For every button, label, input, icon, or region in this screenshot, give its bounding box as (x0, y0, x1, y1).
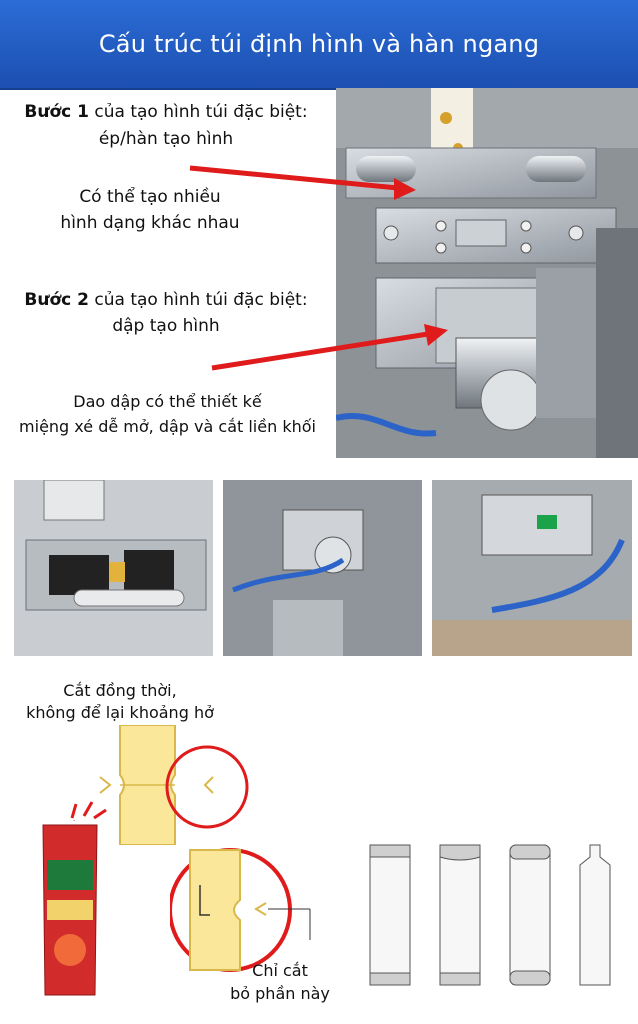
product-burst-icon (70, 801, 107, 820)
pouch-shape-1 (369, 844, 411, 986)
product-pouch-art (42, 811, 98, 996)
pouch-shapes-row (369, 844, 611, 986)
step2-label-bold: Bước 2 (24, 290, 89, 310)
main-machine-photo (336, 88, 638, 458)
detail-photo-3 (432, 480, 632, 656)
product-pouch-image (35, 811, 105, 1000)
pouch-shape-2 (439, 844, 481, 986)
step1-line2: ép/hàn tạo hình (98, 129, 234, 149)
detail-photo-1 (14, 480, 213, 656)
pouch-shape-4 (579, 844, 611, 986)
trim-note-line1: Chỉ cắt (252, 961, 308, 980)
step1-label-rest: của tạo hình túi đặc biệt: (89, 102, 308, 122)
detail-photo-3-art (432, 480, 632, 656)
step2-note-line2: miệng xé dễ mở, dập và cắt liền khối (19, 417, 316, 436)
arrow-step1 (189, 165, 416, 200)
pouch-shape-3 (509, 844, 551, 986)
detail-photo-2 (223, 480, 422, 656)
trim-note-line2: bỏ phần này (230, 984, 330, 1003)
detail-photo-1-art (14, 480, 213, 656)
step2-label-rest: của tạo hình túi đặc biệt: (89, 290, 308, 310)
cut-note-line2: không để lại khoảng hở (26, 703, 214, 722)
cut-note-line1: Cắt đồng thời, (63, 681, 177, 700)
step1-label-bold: Bước 1 (24, 102, 89, 122)
pouch-trim-diagram (170, 848, 311, 972)
machine-illustration (336, 88, 638, 458)
step2-note-line1: Dao dập có thể thiết kế (73, 392, 262, 411)
detail-photo-2-art (223, 480, 422, 656)
step1-note-line2: hình dạng khác nhau (60, 213, 240, 233)
step1-title: Bước 1 của tạo hình túi đặc biệt: (6, 100, 326, 125)
header-banner: Cấu trúc túi định hình và hàn ngang (0, 0, 638, 90)
step2-title: Bước 2 của tạo hình túi đặc biệt: (6, 288, 326, 313)
step1-note-line1: Có thể tạo nhiều (79, 187, 221, 207)
page-title: Cấu trúc túi định hình và hàn ngang (98, 30, 540, 58)
arrow-step2 (211, 324, 448, 371)
pouch-cut-diagram (99, 725, 249, 845)
step2-line2: dập tạo hình (112, 316, 220, 336)
